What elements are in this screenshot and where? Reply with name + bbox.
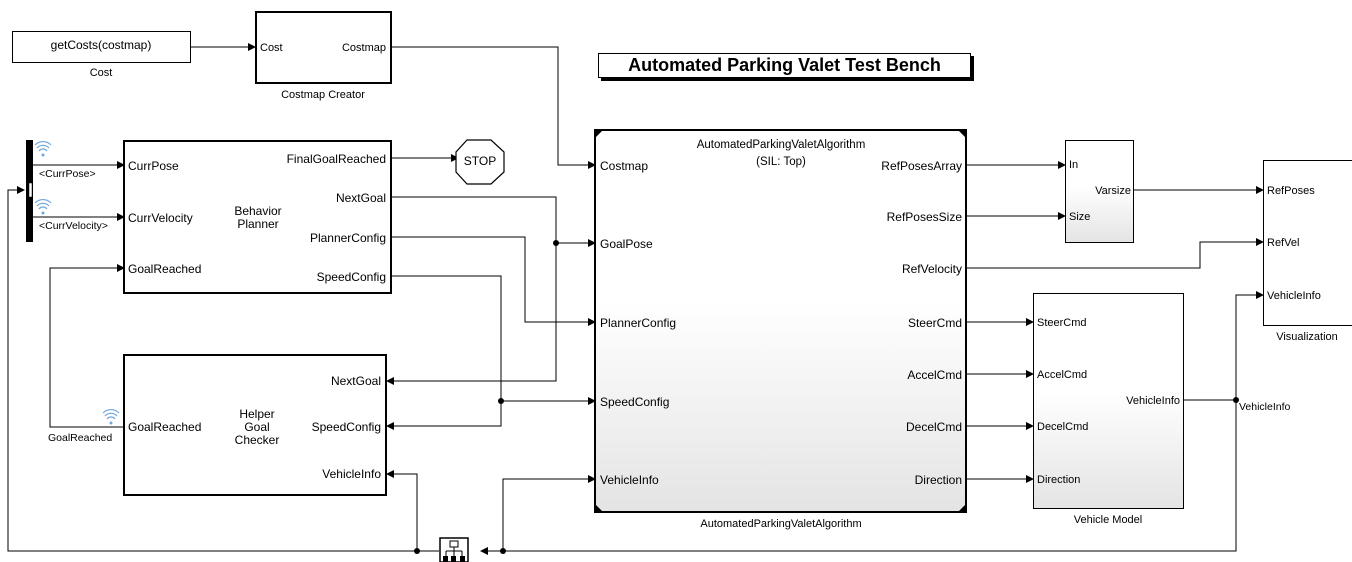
bus-label-currpose: <CurrPose> bbox=[39, 168, 96, 180]
vehicle-model-in-steercmd: SteerCmd bbox=[1037, 317, 1087, 329]
line-feedback bbox=[7, 186, 439, 552]
line-nextgoal bbox=[386, 196, 557, 385]
vehicle-model-in-decelcmd: DecelCmd bbox=[1037, 421, 1089, 433]
vehicle-model-caption: Vehicle Model bbox=[1073, 514, 1143, 526]
behavior-planner-out-speedconfig: SpeedConfig bbox=[316, 270, 386, 284]
line-vehicleinfo-loop bbox=[480, 399, 1237, 555]
algorithm-out-direction: Direction bbox=[914, 473, 962, 487]
algorithm-in-costmap: Costmap bbox=[600, 159, 649, 173]
vehicle-model-out-vehicleinfo: VehicleInfo bbox=[1126, 395, 1180, 407]
branch-point bbox=[500, 548, 506, 554]
goal-checker-block[interactable] bbox=[123, 354, 387, 496]
line-vehicleinfo-alg bbox=[502, 475, 596, 551]
algorithm-out-deceldmd: DecelCmd bbox=[905, 420, 962, 434]
algorithm-in-goalpose: GoalPose bbox=[600, 237, 653, 251]
costmap-creator-block[interactable] bbox=[255, 11, 392, 84]
bus-label-currvelocity: <CurrVelocity> bbox=[39, 220, 108, 232]
algorithm-in-plannerconfig: PlannerConfig bbox=[600, 316, 677, 330]
branch-point bbox=[1233, 397, 1239, 403]
behavior-planner-in-goalreached: GoalReached bbox=[128, 262, 202, 276]
branch-point bbox=[553, 240, 559, 246]
visualization-in-vehicleinfo: VehicleInfo bbox=[1267, 290, 1321, 302]
line-refvelocity bbox=[966, 238, 1264, 269]
costmap-creator-in-port: Cost bbox=[260, 42, 283, 54]
vehicle-model-block[interactable] bbox=[1033, 293, 1184, 509]
costmap-creator-out-port: Costmap bbox=[341, 42, 386, 54]
branch-point bbox=[414, 548, 420, 554]
algorithm-out-steercmd: SteerCmd bbox=[907, 316, 962, 330]
line-speedconfig-out bbox=[386, 275, 502, 430]
algorithm-in-speedconfig: SpeedConfig bbox=[600, 395, 670, 409]
visualization-in-refvel: RefVel bbox=[1267, 237, 1300, 249]
vehicleinfo-signal-label: VehicleInfo bbox=[1239, 401, 1291, 413]
line-vehicleinfo-vis bbox=[1235, 291, 1264, 400]
stop-label: STOP bbox=[463, 154, 497, 168]
cost-block[interactable] bbox=[12, 31, 191, 63]
varsize-label: Varsize bbox=[1095, 185, 1131, 197]
varsize-block[interactable] bbox=[1065, 140, 1134, 243]
vehicle-model-in-accelcmd: AccelCmd bbox=[1037, 369, 1088, 381]
algorithm-out-refvelocity: RefVelocity bbox=[901, 262, 962, 276]
goal-checker-out-nextgoal: NextGoal bbox=[330, 374, 381, 388]
line-plannerconfig bbox=[391, 236, 596, 326]
line-costmap bbox=[391, 46, 596, 169]
varsize-in-size: Size bbox=[1069, 211, 1091, 223]
algorithm-block[interactable] bbox=[594, 129, 967, 513]
line-vehicleinfo-checker bbox=[386, 470, 418, 551]
algorithm-out-refposesarray: RefPosesArray bbox=[881, 159, 962, 173]
visualization-block[interactable] bbox=[1263, 160, 1352, 326]
algorithm-out-accelcmd: AccelCmd bbox=[907, 368, 962, 382]
algorithm-mode: (SIL: Top) bbox=[756, 156, 806, 168]
behavior-planner-out-finalgoalreached: FinalGoalReached bbox=[286, 152, 386, 166]
goal-checker-name: Helper Goal Checker bbox=[234, 407, 280, 447]
cost-expression: getCosts(costmap) bbox=[50, 38, 152, 52]
behavior-planner-in-currvelocity: CurrVelocity bbox=[128, 211, 193, 225]
visualization-caption: Visualization bbox=[1276, 331, 1338, 343]
algorithm-corners bbox=[594, 129, 967, 513]
varsize-in-in: In bbox=[1069, 159, 1079, 171]
goal-checker-out-vehicleinfo: VehicleInfo bbox=[322, 467, 381, 481]
costmap-creator-caption: Costmap Creator bbox=[281, 89, 365, 101]
behavior-planner-name: Behavior Planner bbox=[234, 204, 282, 231]
stop-octagon bbox=[455, 139, 505, 185]
line-goalreached bbox=[49, 264, 125, 428]
algorithm-header: AutomatedParkingValetAlgorithm bbox=[696, 139, 866, 151]
vehicle-model-in-direction: Direction bbox=[1037, 474, 1081, 486]
algorithm-in-vehicleinfo: VehicleInfo bbox=[600, 473, 659, 487]
cost-caption: Cost bbox=[89, 67, 113, 79]
wireless-icon bbox=[34, 141, 120, 420]
algorithm-caption: AutomatedParkingValetAlgorithm bbox=[700, 518, 862, 530]
branch-point bbox=[498, 398, 504, 404]
behavior-planner-out-nextgoal: NextGoal bbox=[335, 191, 386, 205]
goal-checker-out-speedconfig: SpeedConfig bbox=[311, 420, 381, 434]
page-title: Automated Parking Valet Test Bench bbox=[598, 53, 971, 78]
visualization-in-refposes: RefPoses bbox=[1267, 185, 1315, 197]
behavior-planner-block[interactable] bbox=[123, 140, 392, 294]
behavior-planner-out-plannerconfig: PlannerConfig bbox=[309, 231, 386, 245]
algorithm-out-refposessize: RefPosesSize bbox=[886, 210, 962, 224]
goal-checker-in-goalreached: GoalReached bbox=[128, 420, 202, 434]
goalreached-signal-label: GoalReached bbox=[48, 432, 113, 444]
behavior-planner-in-currpose: CurrPose bbox=[128, 159, 179, 173]
